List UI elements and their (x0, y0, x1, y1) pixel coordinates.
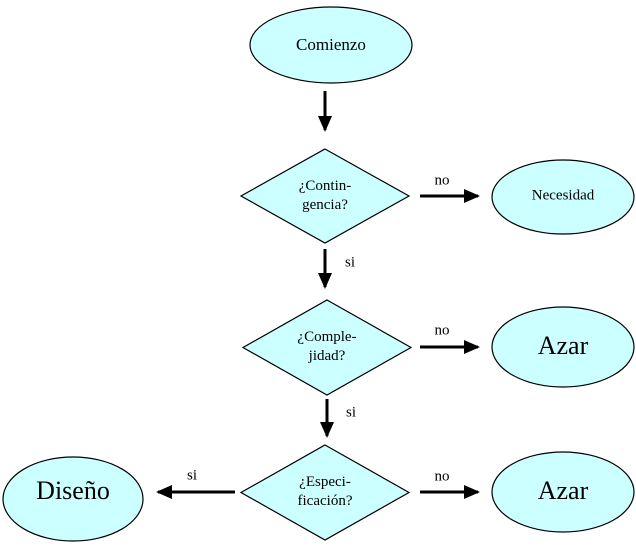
complejidad-label-line1: ¿Comple- (297, 329, 357, 345)
comienzo-label: Comienzo (296, 35, 366, 55)
edge-label-complejidad-si: si (345, 404, 357, 421)
azar-medio-ellipse (491, 306, 635, 388)
especificacion-label-line2: ficación? (297, 493, 353, 509)
necesidad-ellipse (491, 159, 635, 235)
edge-label-contingencia-si: si (344, 254, 356, 271)
contingencia-label-line1: ¿Contin- (298, 178, 352, 194)
edge-label-especificacion-si: si (186, 467, 198, 484)
azar-medio-label: Azar (537, 331, 589, 361)
azar-inferior-label: Azar (537, 476, 589, 506)
edge-label-complejidad-no: no (434, 322, 450, 339)
especificacion-label-line1: ¿Especi- (299, 474, 351, 490)
azar-inferior-ellipse (491, 451, 635, 533)
complejidad-label-line2: jidad? (308, 348, 346, 364)
especificacion-diamond (239, 444, 411, 541)
complejidad-diamond (241, 299, 413, 396)
comienzo-ellipse (249, 6, 413, 84)
edge-label-especificacion-no: no (434, 468, 450, 485)
diseno-label: Diseño (36, 476, 110, 506)
contingencia-label: ¿Contin- gencia? (299, 177, 352, 215)
complejidad-label: ¿Comple- jidad? (297, 328, 356, 366)
contingencia-diamond (239, 148, 411, 244)
contingencia-label-line2: gencia? (302, 197, 348, 213)
necesidad-label: Necesidad (531, 187, 595, 204)
especificacion-label: ¿Especi- ficación? (298, 473, 353, 511)
diseno-ellipse (2, 456, 144, 542)
edge-label-contingencia-no: no (434, 172, 450, 189)
